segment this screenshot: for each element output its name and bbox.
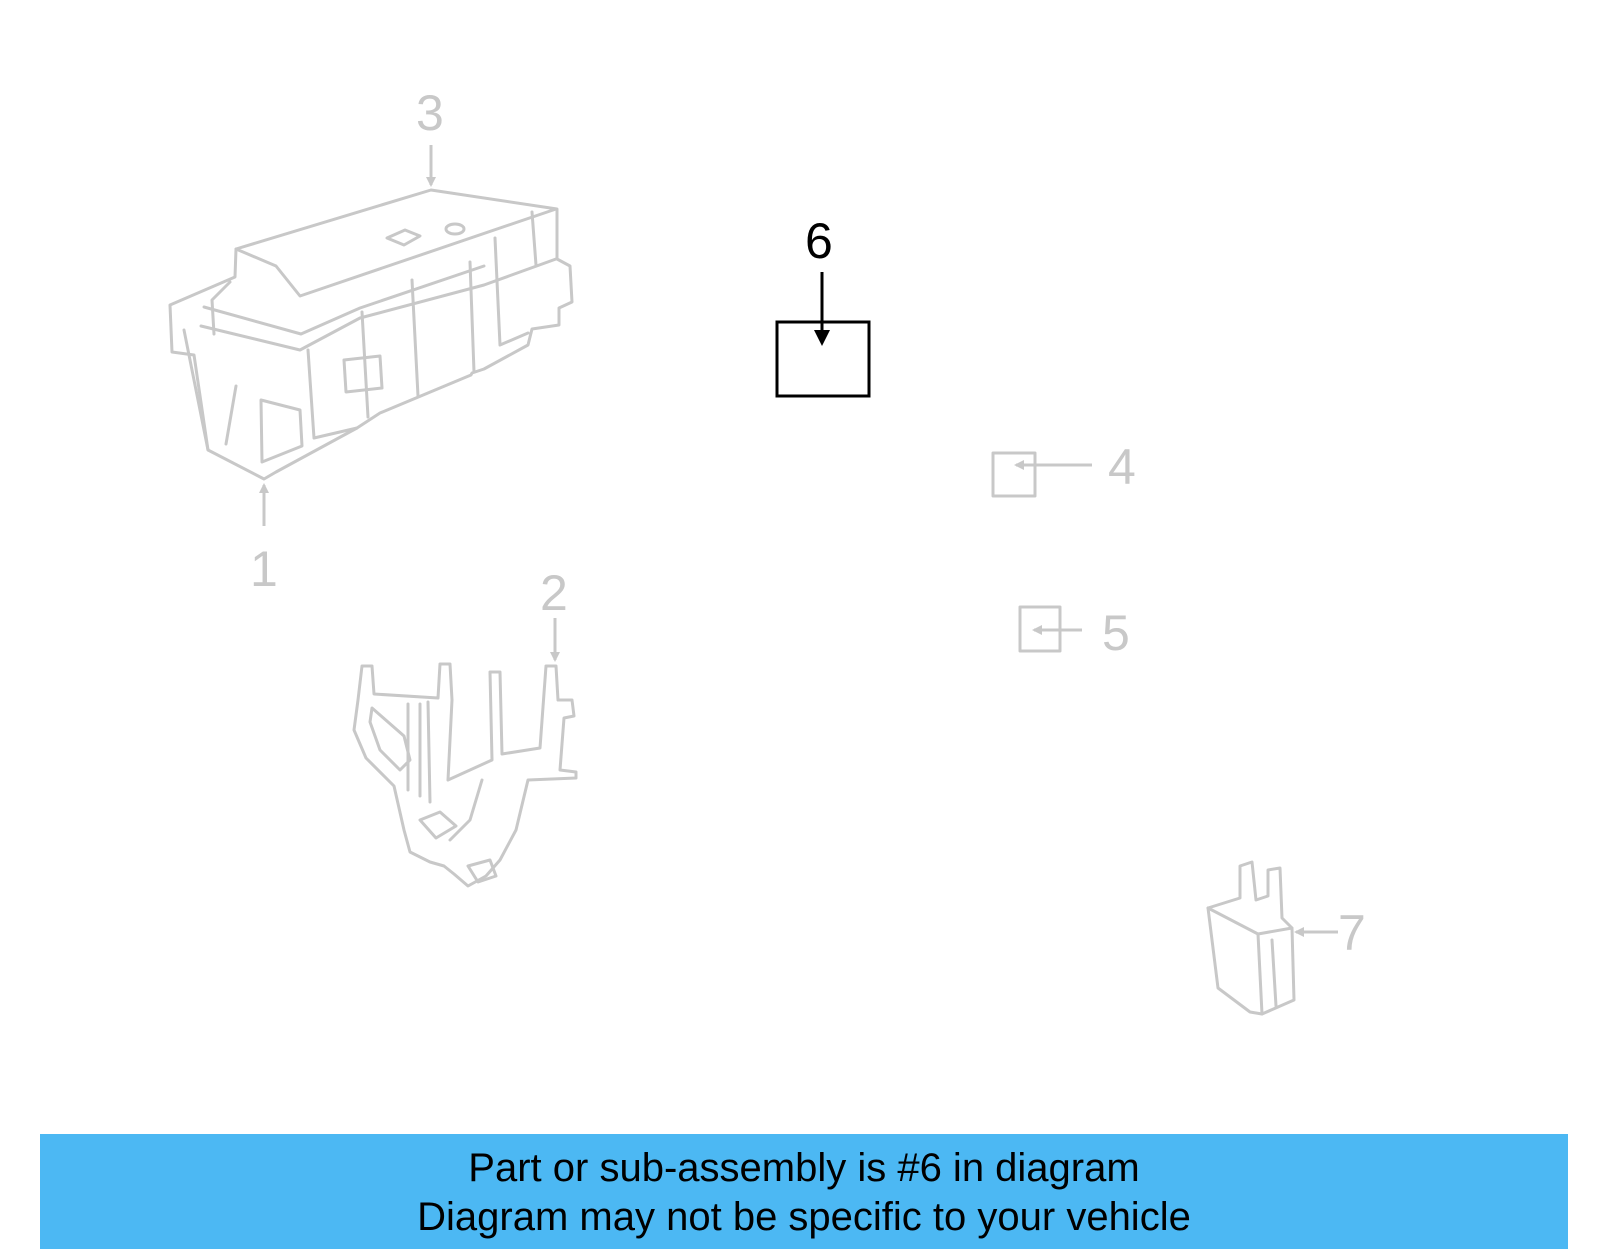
info-banner: Part or sub-assembly is #6 in diagram Di…	[40, 1134, 1568, 1249]
callout-2[interactable]: 2	[540, 565, 568, 621]
callout-6[interactable]: 6	[805, 213, 833, 269]
callout-5[interactable]: 5	[1102, 605, 1130, 661]
part-6-illustration[interactable]: 6	[775, 213, 871, 398]
banner-line-2: Diagram may not be specific to your vehi…	[417, 1195, 1191, 1239]
callout-3[interactable]: 3	[416, 85, 444, 141]
callout-1[interactable]: 1	[250, 541, 278, 597]
callout-7[interactable]: 7	[1338, 905, 1366, 961]
fuse-box-illustration: 3 1	[168, 85, 574, 597]
callout-4[interactable]: 4	[1108, 439, 1136, 495]
part-4-illustration: 4	[991, 439, 1136, 498]
part-5-illustration: 5	[1018, 605, 1130, 661]
bracket-illustration: 2	[352, 565, 578, 888]
relay-illustration: 7	[1206, 860, 1366, 1016]
banner-line-1: Part or sub-assembly is #6 in diagram	[468, 1146, 1140, 1190]
